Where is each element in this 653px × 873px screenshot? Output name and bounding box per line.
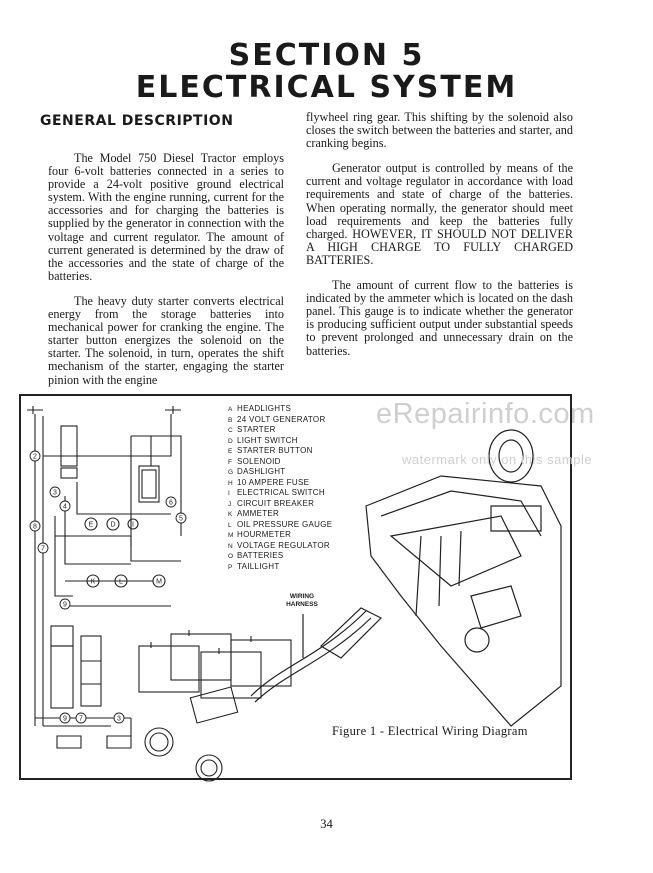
svg-text:9: 9 bbox=[63, 716, 67, 723]
left-text-column: The Model 750 Diesel Tractor employs fou… bbox=[48, 151, 284, 399]
paragraph-starter-continued: flywheel ring gear. This shifting by the… bbox=[306, 110, 573, 151]
svg-text:7: 7 bbox=[79, 716, 83, 723]
svg-text:E: E bbox=[89, 522, 94, 529]
svg-text:3: 3 bbox=[117, 716, 121, 723]
paragraph-ammeter: The amount of current flow to the batter… bbox=[306, 278, 573, 358]
svg-text:L: L bbox=[119, 579, 123, 586]
svg-text:5: 5 bbox=[179, 516, 183, 523]
figure-caption: Figure 1 - Electrical Wiring Diagram bbox=[332, 724, 528, 738]
svg-text:2: 2 bbox=[33, 454, 37, 461]
svg-text:7: 7 bbox=[41, 546, 45, 553]
general-description-heading: GENERAL DESCRIPTION bbox=[40, 113, 234, 129]
paragraph-generator-output: Generator output is controlled by means … bbox=[306, 161, 573, 267]
svg-text:3: 3 bbox=[53, 490, 57, 497]
watermark-notice: watermark only on this sample bbox=[402, 452, 593, 467]
right-text-column: flywheel ring gear. This shifting by the… bbox=[306, 110, 573, 370]
wiring-diagram-figure: 2 3 4 8 6 5 7 9 9 7 3 K L M E D I bbox=[19, 394, 572, 782]
page-number: 34 bbox=[320, 817, 333, 831]
svg-text:9: 9 bbox=[63, 602, 67, 609]
wiring-diagram-illustration: 2 3 4 8 6 5 7 9 9 7 3 K L M E D I bbox=[27, 406, 562, 782]
svg-text:4: 4 bbox=[63, 504, 67, 511]
wiring-harness-label: WIRING HARNESS bbox=[286, 593, 318, 608]
svg-text:M: M bbox=[156, 579, 162, 586]
svg-text:I: I bbox=[132, 522, 134, 529]
paragraph-starter: The heavy duty starter converts electric… bbox=[48, 293, 284, 387]
paragraph-system-overview: The Model 750 Diesel Tractor employs fou… bbox=[48, 151, 284, 283]
svg-text:6: 6 bbox=[169, 500, 173, 507]
section-name: ELECTRICAL SYSTEM bbox=[135, 70, 518, 105]
section-title: SECTION 5 ELECTRICAL SYSTEM bbox=[0, 40, 653, 104]
svg-text:8: 8 bbox=[33, 524, 37, 531]
section-number: SECTION 5 bbox=[228, 38, 425, 73]
svg-text:K: K bbox=[91, 579, 96, 586]
svg-text:D: D bbox=[110, 522, 115, 529]
watermark-logo: eRepairinfo.com bbox=[376, 398, 595, 430]
